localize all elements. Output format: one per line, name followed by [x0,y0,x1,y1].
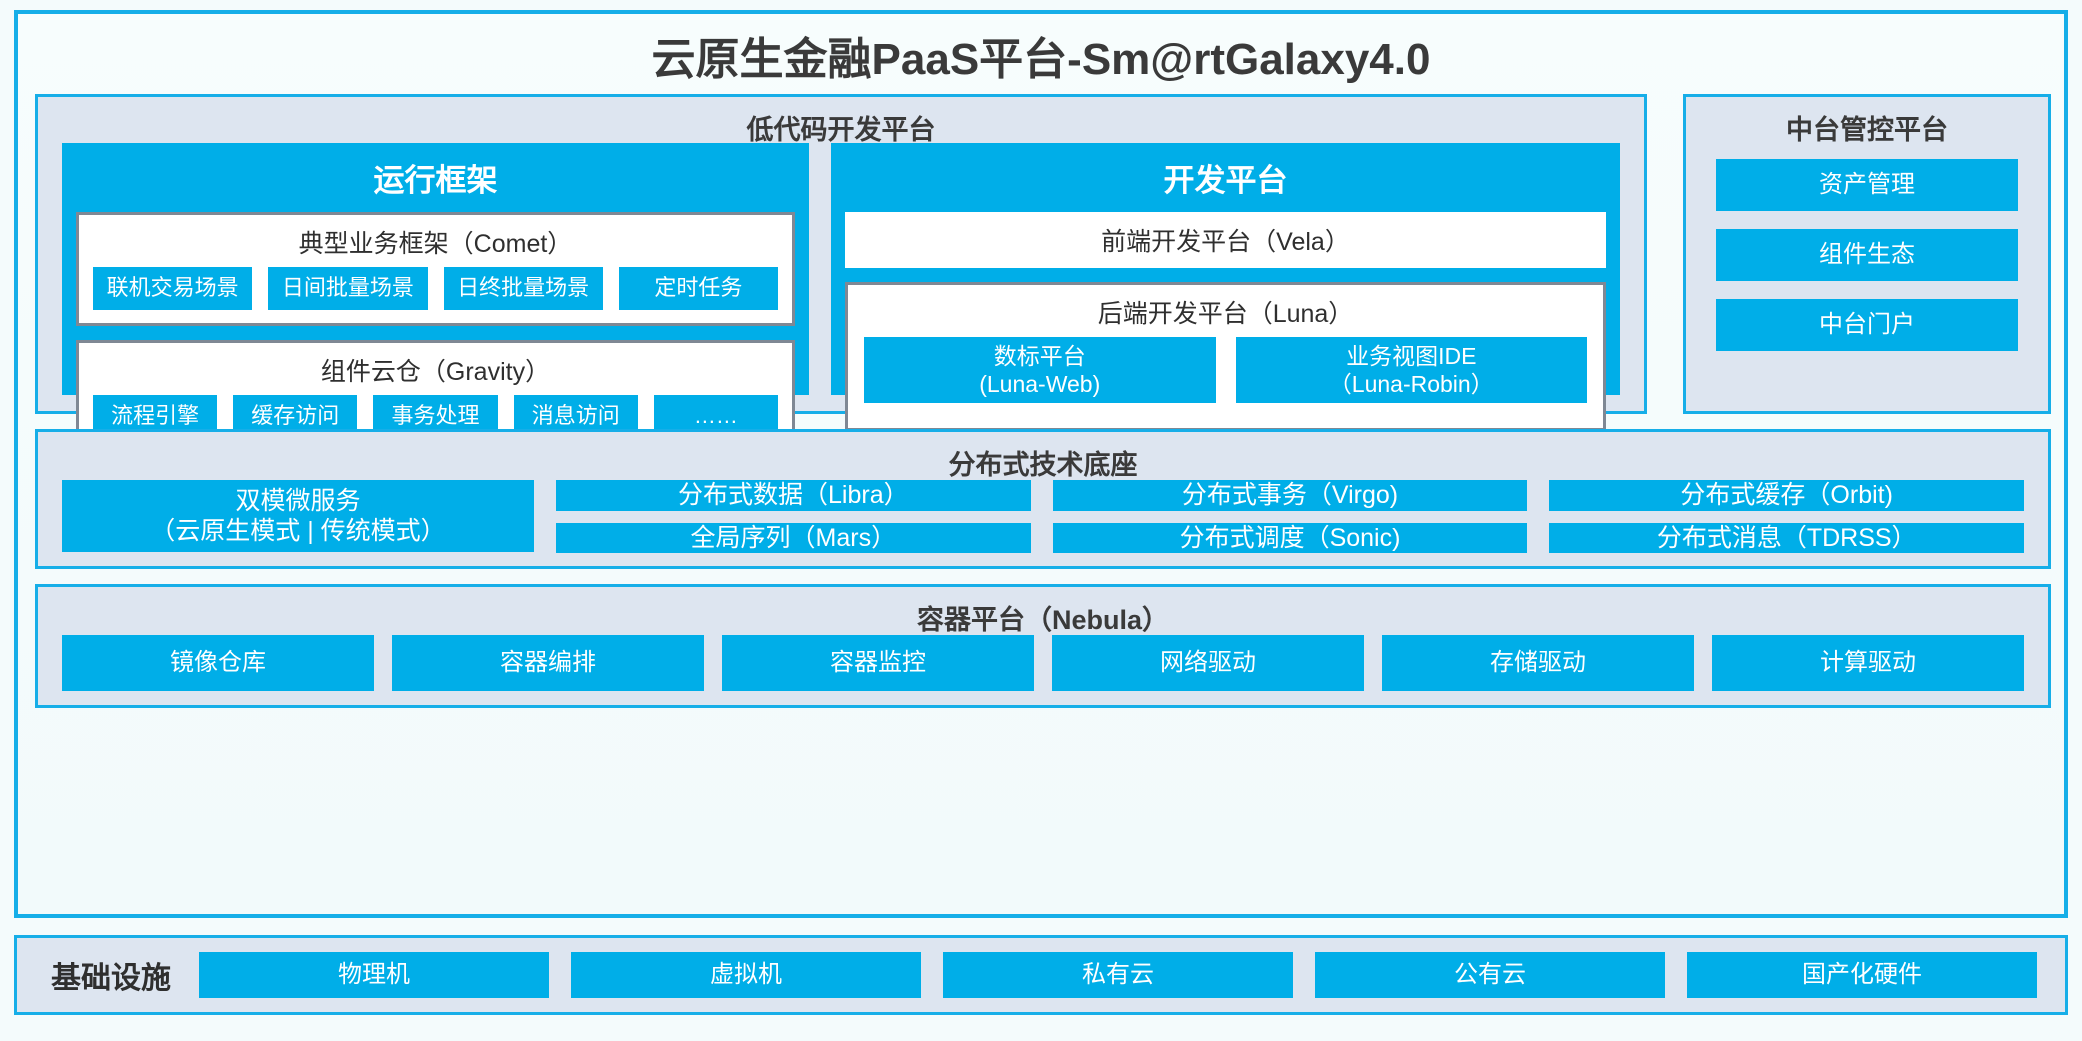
luna-robin-name: 业务视图IDE [1346,342,1477,369]
infra-item-virtual[interactable]: 虚拟机 [571,952,921,998]
runtime-framework-title: 运行框架 [373,163,498,198]
midoffice-item-asset[interactable]: 资产管理 [1716,159,2018,211]
distributed-base-panel: 分布式技术底座 双模微服务 （云原生模式 | 传统模式） 分布式数据（Libra… [35,429,2051,569]
infra-item-public-cloud[interactable]: 公有云 [1315,952,1665,998]
container-item-storage-driver[interactable]: 存储驱动 [1382,635,1694,691]
midoffice-item-portal[interactable]: 中台门户 [1716,299,2018,351]
distributed-column-1: 分布式数据（Libra） 全局序列（Mars） [556,480,1031,553]
gravity-title: 组件云仓（Gravity） [320,358,551,386]
vela-frontend-box[interactable]: 前端开发平台（Vela） [845,212,1606,268]
comet-chip-row: 联机交易场景 日间批量场景 日终批量场景 定时任务 [79,267,792,323]
distributed-item-orbit[interactable]: 分布式缓存（Orbit) [1549,480,2025,511]
luna-web-code: (Luna-Web) [979,371,1101,397]
container-item-compute-driver[interactable]: 计算驱动 [1712,635,2024,691]
platform-frame: 云原生金融PaaS平台-Sm@rtGalaxy4.0 低代码开发平台 运行框架 … [14,10,2068,918]
microservice-line1: 双模微服务 [235,486,361,515]
container-item-image-repo[interactable]: 镜像仓库 [62,635,374,691]
distributed-grid: 双模微服务 （云原生模式 | 传统模式） 分布式数据（Libra） 全局序列（M… [62,480,2025,553]
comet-item[interactable]: 日间批量场景 [268,267,428,310]
infrastructure-label: 基础设施 [51,962,171,995]
page-title: 云原生金融PaaS平台-Sm@rtGalaxy4.0 [651,35,1431,84]
container-item-network-driver[interactable]: 网络驱动 [1052,635,1364,691]
container-grid: 镜像仓库 容器编排 容器监控 网络驱动 存储驱动 计算驱动 [62,635,2024,691]
distributed-column-2: 分布式事务（Virgo) 分布式调度（Sonic) [1052,480,1528,553]
comet-item[interactable]: 联机交易场景 [93,267,253,310]
distributed-column-3: 分布式缓存（Orbit) 分布式消息（TDRSS） [1549,480,2025,553]
infrastructure-item-list: 物理机 虚拟机 私有云 公有云 国产化硬件 [199,952,2065,998]
luna-robin-item[interactable]: 业务视图IDE （Luna-Robin） [1235,337,1587,403]
comet-box: 典型业务框架（Comet） 联机交易场景 日间批量场景 日终批量场景 定时任务 [76,212,795,326]
dev-platform-box: 开发平台 前端开发平台（Vela） 后端开发平台（Luna） 数标平台 (Lun… [831,143,1620,431]
distributed-item-libra[interactable]: 分布式数据（Libra） [556,480,1031,511]
container-platform-title: 容器平台（Nebula） [916,605,1170,635]
comet-item[interactable]: 定时任务 [618,267,778,310]
midoffice-item-list: 资产管理 组件生态 中台门户 [1686,153,2048,351]
distributed-item-virgo[interactable]: 分布式事务（Virgo) [1052,480,1528,511]
luna-robin-code: （Luna-Robin） [1328,371,1494,397]
lowcode-platform-panel: 低代码开发平台 运行框架 典型业务框架（Comet） 联机交易场景 日间批量场景… [35,94,1647,454]
midoffice-item-component[interactable]: 组件生态 [1716,229,2018,281]
distributed-item-mars[interactable]: 全局序列（Mars） [556,522,1031,553]
microservice-column: 双模微服务 （云原生模式 | 传统模式） [62,480,534,552]
container-platform-panel: 容器平台（Nebula） 镜像仓库 容器编排 容器监控 网络驱动 存储驱动 计算… [35,584,2051,708]
luna-web-name: 数标平台 [993,342,1086,369]
lowcode-platform-title: 低代码开发平台 [746,115,936,145]
comet-title: 典型业务框架（Comet） [298,230,573,258]
infra-item-physical[interactable]: 物理机 [199,952,549,998]
microservice-item[interactable]: 双模微服务 （云原生模式 | 传统模式） [62,480,534,552]
infra-item-private-cloud[interactable]: 私有云 [943,952,1293,998]
distributed-item-sonic[interactable]: 分布式调度（Sonic) [1052,522,1528,553]
microservice-line2: （云原生模式 | 传统模式） [150,517,446,545]
luna-chip-row: 数标平台 (Luna-Web) 业务视图IDE （Luna-Robin） [848,337,1603,417]
dev-platform-title: 开发平台 [1163,163,1288,198]
comet-item[interactable]: 日终批量场景 [443,267,603,310]
luna-title: 后端开发平台（Luna） [1097,300,1354,328]
container-item-orchestration[interactable]: 容器编排 [392,635,704,691]
luna-backend-box: 后端开发平台（Luna） 数标平台 (Luna-Web) [845,282,1606,431]
distributed-base-title: 分布式技术底座 [948,450,1138,480]
luna-web-item[interactable]: 数标平台 (Luna-Web) [864,337,1216,403]
midoffice-platform-panel: 中台管控平台 资产管理 组件生态 中台门户 [1683,94,2051,414]
distributed-item-tdrss[interactable]: 分布式消息（TDRSS） [1549,522,2025,553]
midoffice-platform-title: 中台管控平台 [1786,115,1948,145]
container-item-monitoring[interactable]: 容器监控 [722,635,1034,691]
row-lowcode: 低代码开发平台 运行框架 典型业务框架（Comet） 联机交易场景 日间批量场景… [35,94,2051,454]
runtime-framework-box: 运行框架 典型业务框架（Comet） 联机交易场景 日间批量场景 日终批量场景 … [62,143,809,454]
infra-item-domestic-hardware[interactable]: 国产化硬件 [1687,952,2037,998]
infrastructure-panel: 基础设施 物理机 虚拟机 私有云 公有云 国产化硬件 [14,935,2068,1015]
